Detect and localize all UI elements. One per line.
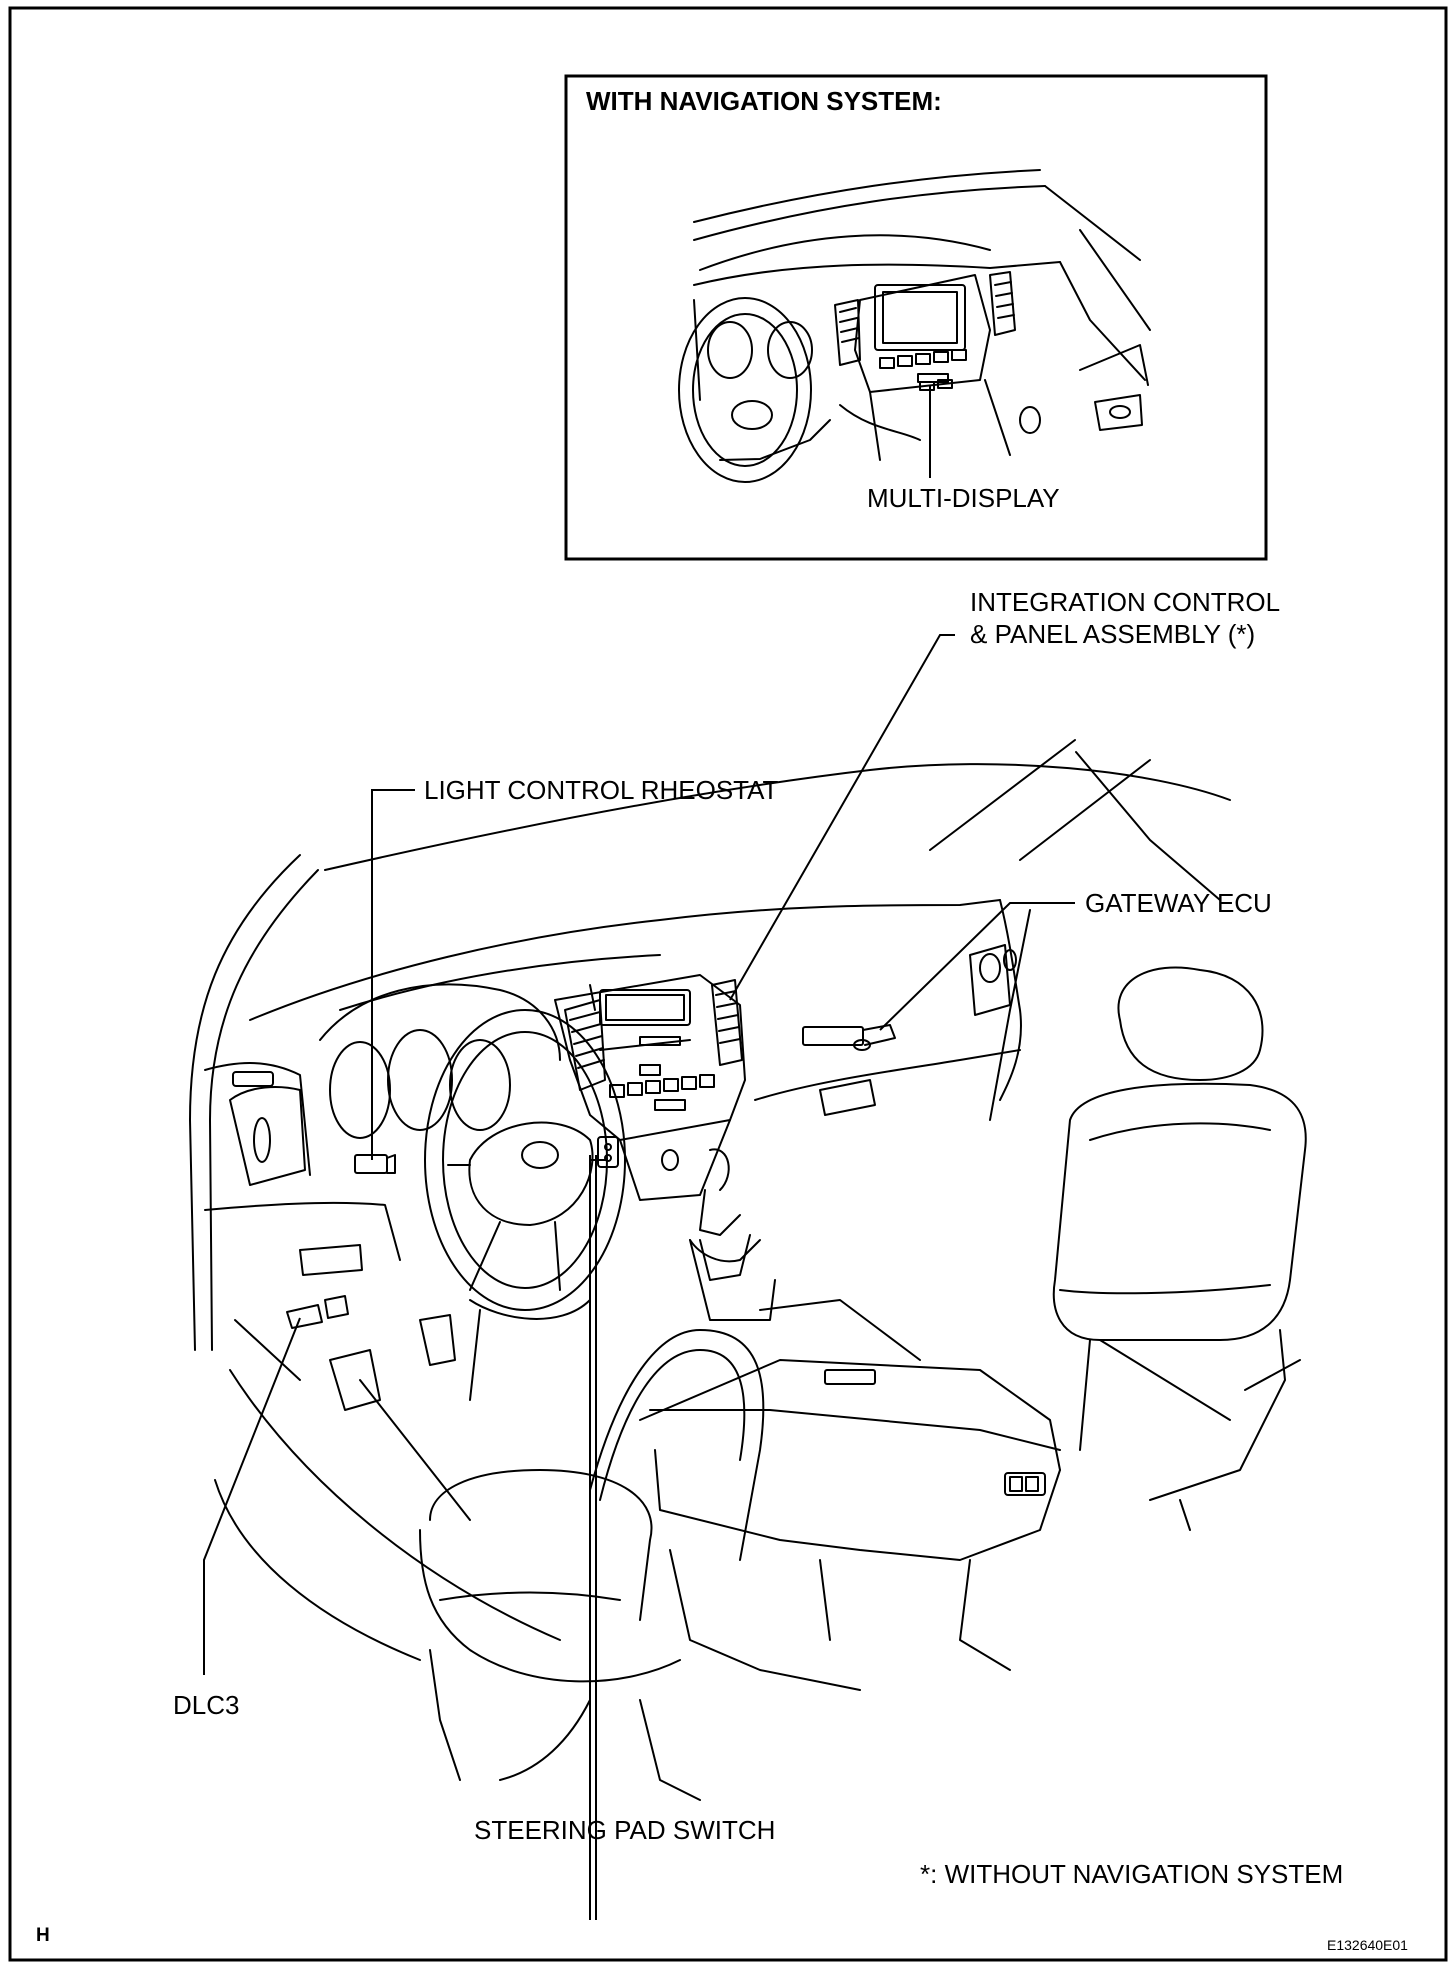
label-dlc3: DLC3 (173, 1690, 240, 1720)
label-integration-control-line2: & PANEL ASSEMBLY (*) (970, 619, 1256, 649)
figure-id: E132640E01 (1327, 1937, 1408, 1953)
leader-lines (203, 634, 1075, 1920)
gateway-ecu-leader (879, 902, 1075, 1031)
outer-frame (8, 6, 1448, 1962)
corner-letter: H (36, 1925, 50, 1946)
footnote: *: WITHOUT NAVIGATION SYSTEM (920, 1859, 1344, 1889)
label-gateway-ecu: GATEWAY ECU (1085, 888, 1272, 918)
label-steering-pad-switch: STEERING PAD SWITCH (474, 1815, 776, 1845)
inset-frame (564, 74, 1268, 561)
label-light-control-rheostat: LIGHT CONTROL RHEOSTAT (424, 775, 779, 805)
main-cabin-drawing (189, 739, 1307, 1801)
gateway-ecu-module (802, 1026, 864, 1046)
light-control-rheostat-leader (371, 789, 415, 1160)
inset-title: WITH NAVIGATION SYSTEM: (586, 86, 942, 116)
label-multi-display: MULTI-DISPLAY (867, 483, 1060, 513)
dlc3-connector (286, 1304, 323, 1329)
dlc3-leader (203, 1317, 301, 1675)
inset-navigation-view (564, 74, 1268, 561)
steering-pad-switch (597, 1136, 619, 1168)
label-integration-control-line1: INTEGRATION CONTROL (970, 587, 1281, 617)
integration-control-leader (729, 634, 955, 1001)
steering-wheel-rim (424, 1009, 626, 1311)
inset-nav-screen (874, 284, 966, 351)
